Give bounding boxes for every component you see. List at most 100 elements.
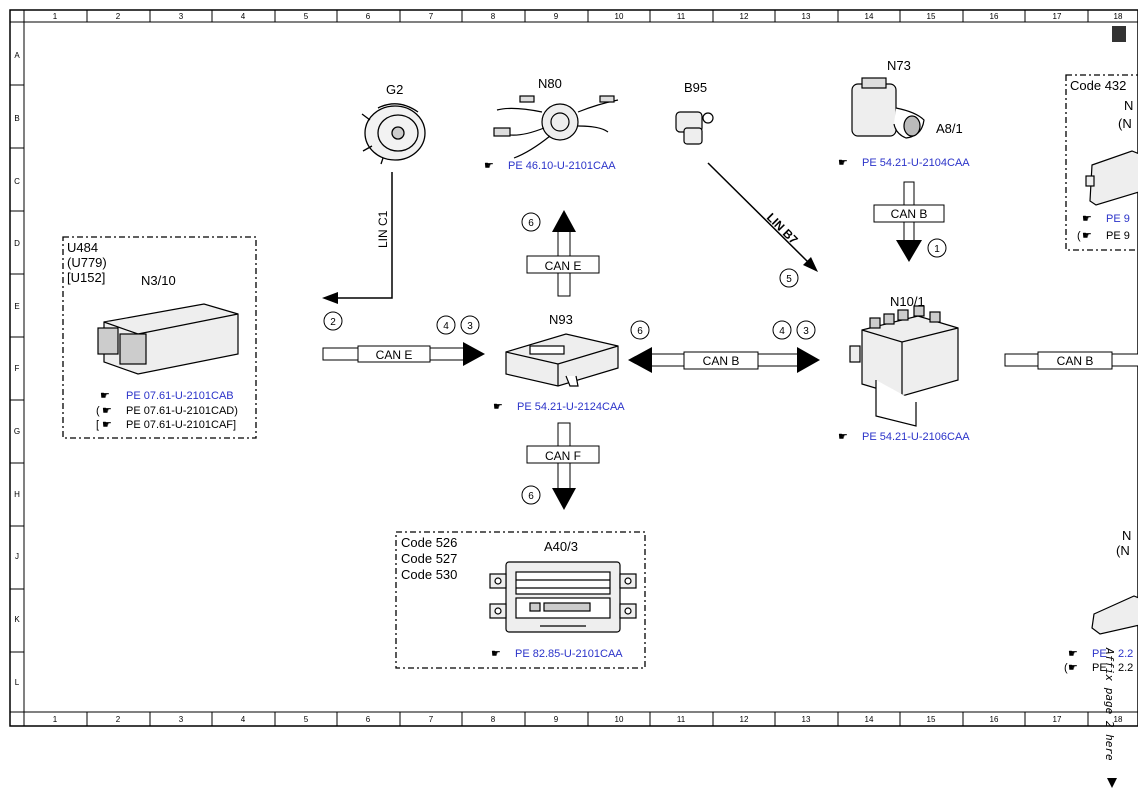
row-label: A	[14, 51, 20, 60]
b95-label: B95	[684, 80, 707, 95]
column-label: 7	[429, 12, 434, 21]
marker-3b: 3	[796, 320, 816, 340]
column-label: 8	[491, 715, 496, 724]
column-label: 15	[927, 715, 936, 724]
n93-module-symbol	[505, 333, 619, 387]
n93-ref-icon: ☛	[493, 401, 503, 413]
column-label: 16	[990, 12, 999, 21]
column-label: 3	[179, 715, 184, 724]
column-label: 17	[1053, 715, 1062, 724]
n10-1-ref[interactable]: PE 54.21-U-2106CAA	[862, 431, 970, 443]
svg-text:6: 6	[637, 326, 643, 337]
marker-3a: 3	[460, 315, 480, 335]
svg-text:5: 5	[786, 274, 792, 285]
column-label: 6	[366, 715, 371, 724]
code432-partial-2: (N	[1118, 116, 1132, 131]
column-label: 12	[740, 12, 749, 21]
lin-b7-wire	[707, 162, 809, 263]
n73-ref[interactable]: PE 54.21-U-2104CAA	[862, 157, 970, 169]
right-lower-ref-2: PE	[1092, 662, 1107, 674]
can-e-up-label: CAN E	[545, 259, 582, 273]
n3-10-code-1: U484	[67, 240, 98, 255]
n10-1-sam-module-symbol	[849, 305, 959, 427]
g2-alternator-symbol	[361, 103, 426, 165]
right-lower-ref-bracket: (	[1064, 662, 1068, 674]
lin-b7-arrowhead	[803, 257, 818, 272]
n80-switch-module-symbol	[493, 95, 619, 159]
svg-text:4: 4	[779, 326, 785, 337]
code432-ref-icon-1: ☛	[1082, 213, 1092, 225]
code432-ref-icon-2: ☛	[1082, 230, 1092, 242]
can-e-left-tag	[357, 345, 431, 363]
corner-mark	[1112, 26, 1126, 42]
a40-3-label: A40/3	[544, 539, 578, 554]
n73-label: N73	[887, 58, 911, 73]
column-label: 14	[865, 715, 874, 724]
right-lower-ref-icon-1: ☛	[1068, 648, 1078, 660]
column-label: 14	[865, 12, 874, 21]
column-label: 10	[615, 715, 624, 724]
column-label: 13	[802, 715, 811, 724]
g2-label: G2	[386, 82, 403, 97]
marker-4b: 4	[772, 320, 792, 340]
right-lower-ref-1[interactable]: PE	[1092, 648, 1107, 660]
column-label: 6	[366, 12, 371, 21]
column-label: 13	[802, 12, 811, 21]
right-lower-ref-icon-2: ☛	[1068, 662, 1078, 674]
right-lower-partial-1: N	[1122, 528, 1131, 543]
marker-1: 1	[927, 238, 947, 258]
column-label: 10	[615, 12, 624, 21]
can-b-n73-arrowhead	[896, 240, 922, 262]
column-label: 2	[116, 12, 121, 21]
column-label: 18	[1114, 12, 1123, 21]
n93-ref[interactable]: PE 54.21-U-2124CAA	[517, 401, 625, 413]
can-f-down-tag	[526, 445, 600, 464]
column-label: 4	[241, 12, 246, 21]
column-label: 17	[1053, 12, 1062, 21]
column-label: 3	[179, 12, 184, 21]
svg-text:1: 1	[934, 244, 940, 255]
margin-note-arrow-icon	[1107, 778, 1117, 788]
n80-ref[interactable]: PE 46.10-U-2101CAA	[508, 160, 616, 172]
svg-text:3: 3	[467, 321, 473, 332]
n73-ref-icon: ☛	[838, 157, 848, 169]
column-label: 5	[304, 715, 309, 724]
n3-10-ref-icon-1: ☛	[100, 390, 110, 402]
frame-outer	[9, 9, 1138, 727]
row-label: C	[14, 177, 20, 186]
n10-1-label: N10/1	[890, 294, 925, 309]
code432-partial-1: N	[1124, 98, 1133, 113]
n3-10-ref-icon-3: ☛	[102, 419, 112, 431]
column-ticks	[86, 10, 1089, 726]
column-label: 15	[927, 12, 936, 21]
row-label: L	[15, 678, 20, 687]
code432-ref-1[interactable]: PE 9	[1106, 213, 1130, 225]
n10-1-ref-icon: ☛	[838, 431, 848, 443]
column-label: 5	[304, 12, 309, 21]
margin-note: Affix page 2 here	[1103, 647, 1116, 761]
n3-10-ref-1[interactable]: PE 07.61-U-2101CAB	[126, 390, 234, 402]
marker-6-down: 6	[521, 485, 541, 505]
svg-text:2: 2	[330, 317, 336, 328]
can-f-down-arrowhead	[552, 488, 576, 510]
can-b-n93-label: CAN B	[703, 354, 740, 368]
right-lower-ref-2-suffix: 2.2	[1118, 662, 1133, 674]
code432-module-symbol	[1085, 150, 1138, 206]
can-e-up-tag	[526, 255, 600, 274]
column-label: 1	[53, 715, 58, 724]
code432-box	[1065, 74, 1138, 251]
can-b-n73-tag	[873, 204, 945, 223]
row-label: H	[14, 490, 20, 499]
can-b-n73-label: CAN B	[891, 207, 928, 221]
lin-b7-label: LIN B7	[764, 210, 801, 247]
code432-ref-2: PE 9	[1106, 230, 1130, 242]
can-f-down-label: CAN F	[545, 449, 581, 463]
column-label: 11	[677, 715, 686, 724]
a40-3-ref[interactable]: PE 82.85-U-2101CAA	[515, 648, 623, 660]
column-label: 9	[554, 12, 559, 21]
svg-text:3: 3	[803, 326, 809, 337]
row-label: E	[14, 302, 19, 311]
a8-1-label: A8/1	[936, 121, 963, 136]
